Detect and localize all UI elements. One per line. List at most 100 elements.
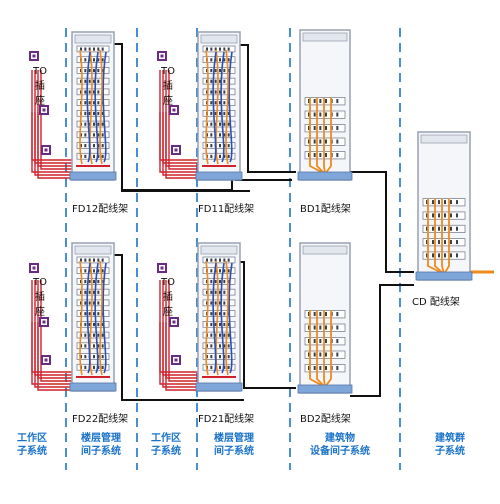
patch-port [227, 47, 230, 51]
patch-port [219, 58, 221, 62]
fd12-rack [69, 31, 117, 181]
to-line2: 插 [35, 81, 45, 92]
patch-port [438, 240, 440, 245]
patch-port [313, 352, 316, 357]
patch-port [325, 126, 327, 131]
patch-port [219, 68, 221, 73]
patch-port [325, 112, 327, 117]
patch-cord-orange [79, 49, 83, 165]
patch-port [88, 101, 91, 105]
bd2-label: BD2配线架 [300, 414, 351, 425]
patch-port [93, 122, 95, 126]
to-line1: TO [161, 277, 175, 288]
patch-port [93, 154, 95, 158]
patch-port [214, 333, 217, 337]
patch-port [214, 90, 217, 94]
patch-port [101, 68, 104, 73]
patch-port [88, 68, 91, 73]
patch-port [313, 112, 316, 117]
patch-port [101, 365, 104, 369]
patch-port [456, 253, 458, 258]
patch-port [219, 90, 221, 94]
patch-port [219, 355, 221, 359]
patch-port [84, 122, 87, 126]
to-line1: TO [161, 66, 175, 77]
patch-port [88, 47, 91, 51]
patch-port [336, 312, 339, 317]
patch-port [336, 99, 339, 104]
patch-cord-orange [99, 260, 103, 376]
rack-base [195, 171, 243, 181]
patch-port [432, 253, 434, 258]
horizontal-cable [37, 112, 74, 179]
patch-port [97, 258, 100, 262]
to-line3: 座 [163, 96, 173, 107]
patch-port [88, 290, 91, 294]
patch-port [93, 355, 95, 359]
horizontal-cable [168, 280, 200, 382]
category-line: 建筑群 [435, 433, 465, 444]
patch-port [432, 213, 434, 218]
patch-port [101, 133, 104, 137]
patch-cord-blue [228, 51, 233, 163]
patch-cord-orange [79, 260, 83, 376]
patch-port [219, 101, 221, 105]
patch-port [84, 154, 87, 158]
patch-port [219, 122, 221, 126]
outlet-jack [32, 266, 36, 270]
patch-cord-orange [323, 97, 326, 175]
fd21-label: FD21配线架 [198, 414, 255, 425]
patch-port [450, 240, 452, 245]
patch-port [325, 99, 327, 104]
column-dividers [65, 28, 401, 470]
patch-port [444, 240, 446, 245]
patch-cord-blue [94, 262, 99, 374]
patch-port [319, 325, 322, 330]
patch-port [84, 258, 87, 262]
horizontal-cable [159, 112, 200, 173]
patch-port [319, 153, 322, 158]
patch-port [308, 126, 310, 131]
patch-port [93, 101, 95, 105]
rack-base [297, 171, 353, 181]
patch-port [101, 111, 104, 116]
patch-port [214, 322, 217, 327]
to-line2: 插 [163, 292, 173, 303]
patch-port [84, 301, 87, 305]
fd22-rack [69, 242, 117, 392]
outlet-jack [42, 320, 46, 324]
to-line2: 插 [163, 81, 173, 92]
patch-port [97, 269, 100, 273]
patch-port [93, 79, 95, 83]
patch-cord-orange [225, 260, 229, 376]
patch-port [206, 258, 208, 262]
patch-cord-orange [441, 198, 445, 275]
patch-cord-orange [205, 260, 209, 376]
patch-port [219, 269, 221, 273]
patch-port [84, 355, 87, 359]
patch-port [223, 47, 226, 51]
patch-cord-blue [228, 262, 233, 374]
patch-port [325, 139, 327, 144]
patch-port [84, 144, 87, 148]
patch-port [97, 111, 100, 116]
patch-port [93, 365, 95, 369]
patch-cord-blue [86, 51, 91, 163]
patch-port [223, 90, 226, 94]
patch-port [223, 154, 226, 158]
rack-top-panel [302, 245, 348, 255]
patch-port [101, 269, 104, 273]
rack-top-panel [302, 32, 348, 42]
patch-port [206, 344, 208, 348]
category-line: 工作区 [17, 433, 47, 444]
patch-port [308, 312, 310, 317]
patch-port [308, 325, 310, 330]
patch-port [219, 79, 221, 83]
patch-port [214, 301, 217, 305]
category-work-area-2: 工作区 子系统 [136, 432, 196, 458]
horizontal-cable [37, 322, 74, 391]
to-line2: 插 [35, 292, 45, 303]
patch-port [336, 366, 339, 371]
patch-port [93, 269, 95, 273]
rack-top-panel [420, 134, 468, 144]
